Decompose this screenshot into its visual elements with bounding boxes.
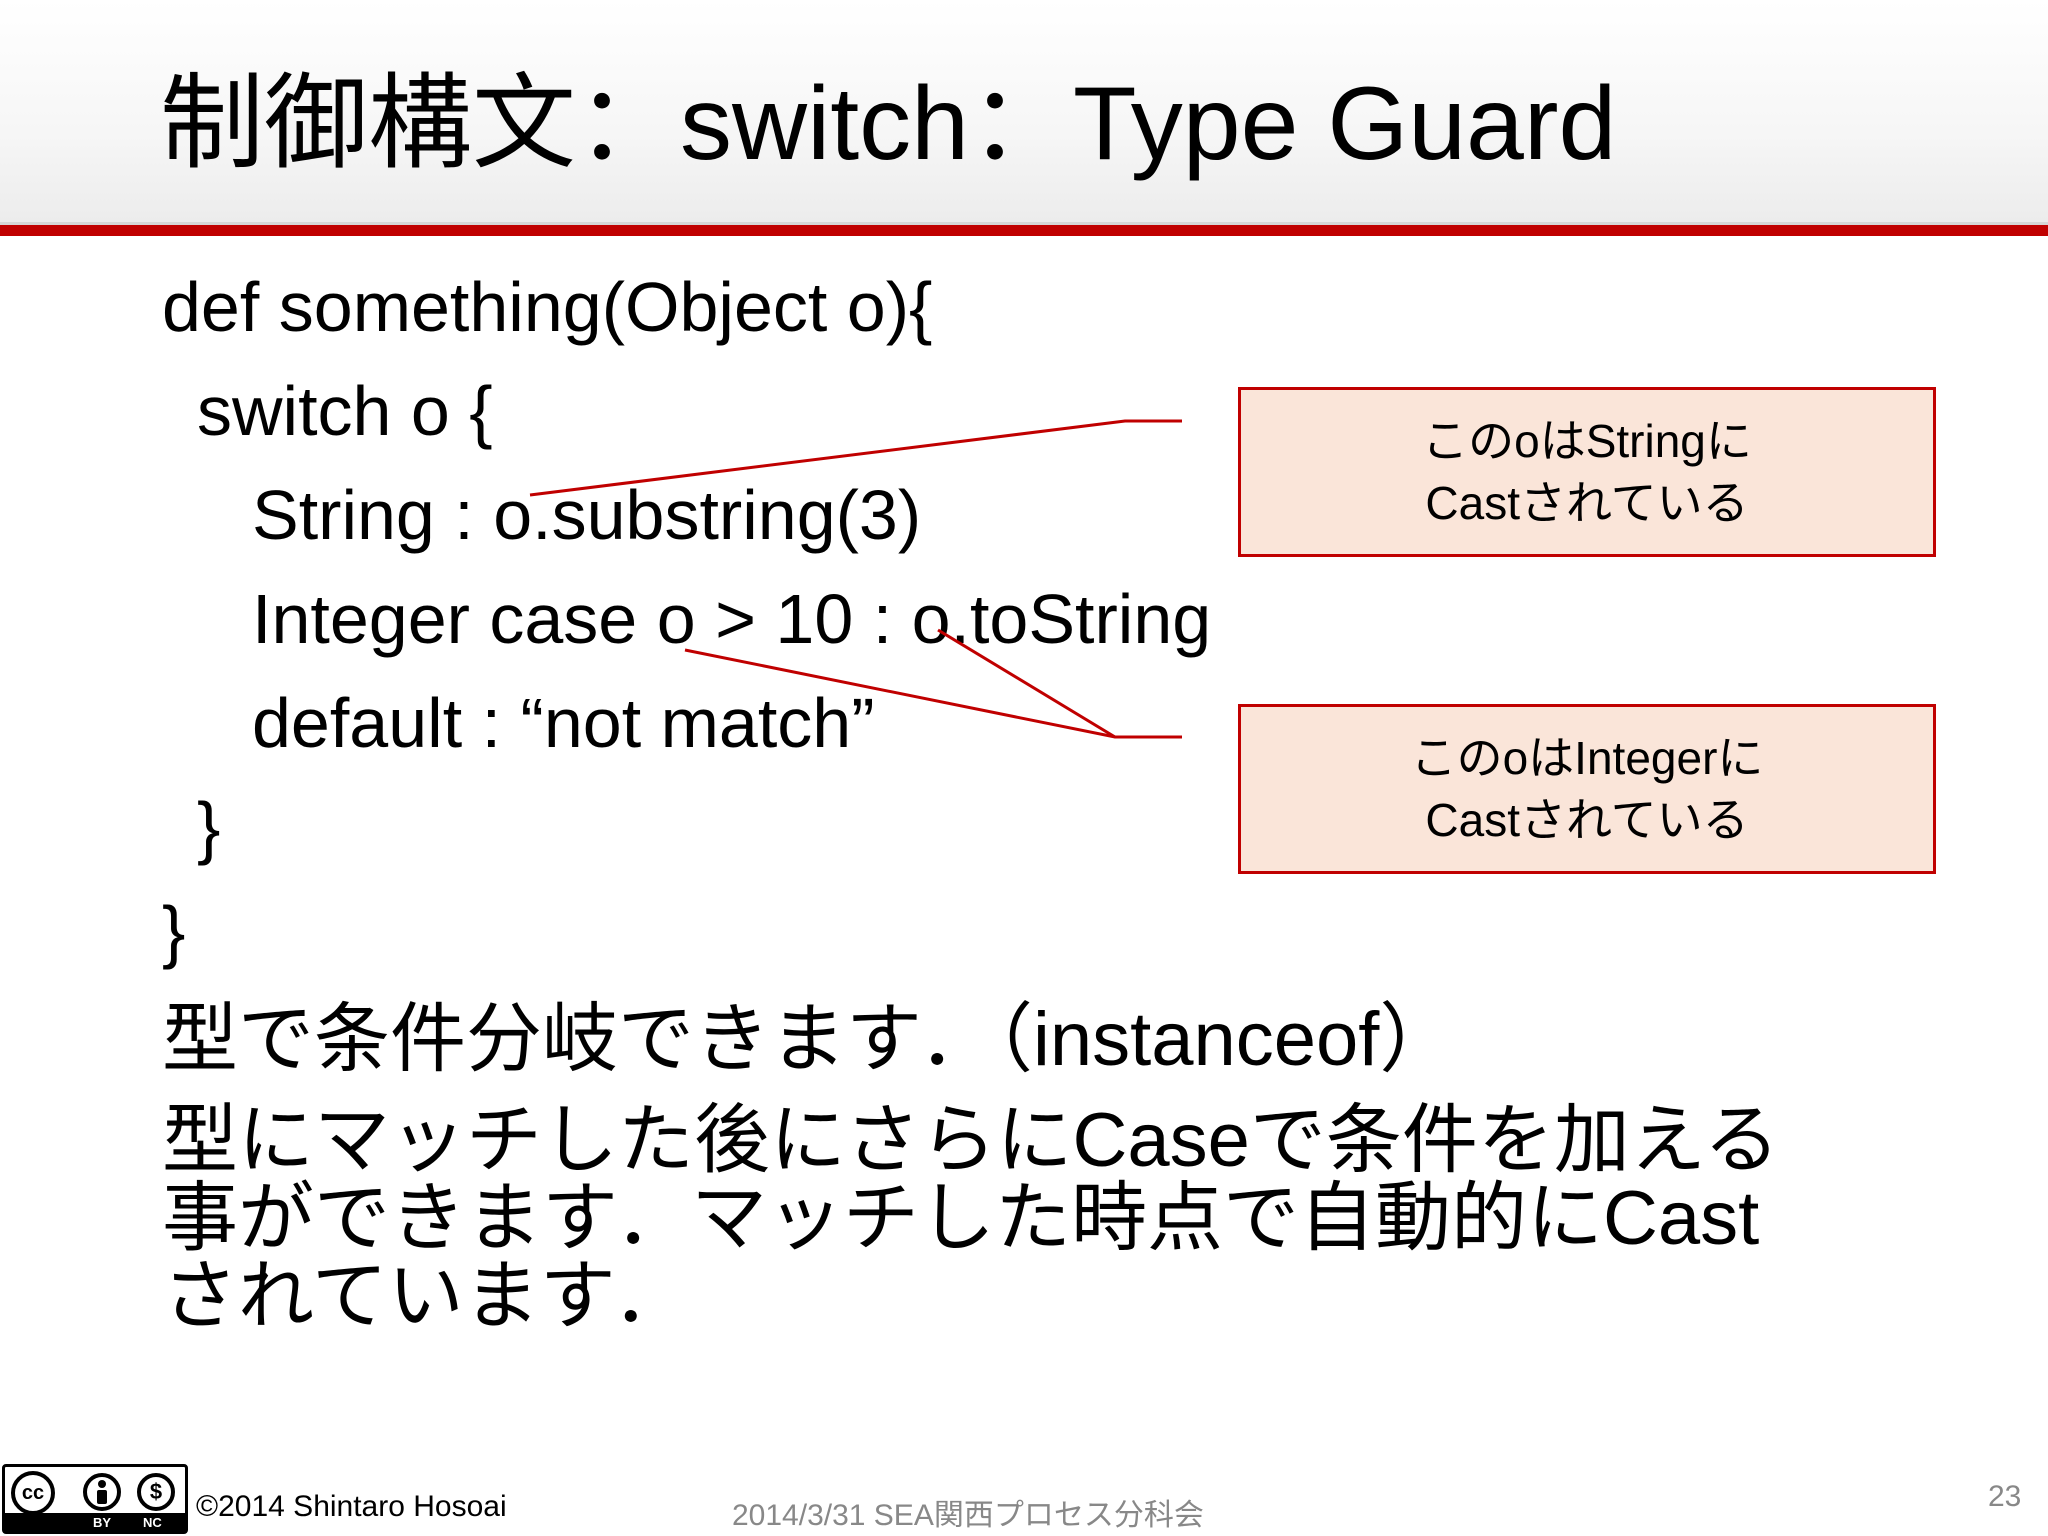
- code-line-7: }: [162, 892, 186, 970]
- code-line-2: switch o {: [197, 372, 493, 450]
- title-divider-shadow: [0, 222, 2048, 225]
- license-nc: NC: [143, 1515, 162, 1530]
- code-line-1: def something(Object o){: [162, 268, 933, 346]
- code-line-5: default : “not match”: [252, 684, 875, 762]
- callout-integer-line-1: このoはIntegerに: [1410, 732, 1764, 784]
- title-divider: [0, 225, 2048, 236]
- note-line-2: 型にマッチした後にさらにCaseで条件を加える: [162, 1098, 1780, 1183]
- callout-string-line-1: このoはStringに: [1422, 415, 1752, 467]
- callout-integer-cast: このoはIntegerに Castされている: [1238, 704, 1936, 874]
- code-line-4: Integer case o > 10 : o.toString: [252, 580, 1212, 658]
- page-number: 23: [1988, 1480, 2022, 1513]
- note-line-1: 型で条件分岐できます．（instanceof）: [162, 997, 1456, 1082]
- copyright: ©2014 Shintaro Hosoai: [196, 1490, 507, 1523]
- title-bar: 制御構文：switch：Type Guard: [0, 0, 2048, 224]
- event-info: 2014/3/31 SEA関西プロセス分科会: [732, 1499, 1204, 1532]
- connector-integer-case: [684, 648, 1182, 739]
- cc-icon: cc: [11, 1471, 55, 1515]
- noncommercial-icon: $: [137, 1473, 175, 1511]
- attribution-icon: [83, 1473, 121, 1511]
- connector-string: [529, 419, 1182, 497]
- callout-string-line-2: Castされている: [1425, 477, 1749, 529]
- note-line-3: 事ができます．マッチした時点で自動的にCast: [162, 1176, 1760, 1261]
- note-line-4: されています．: [162, 1254, 689, 1339]
- connector-integer-tostring: [937, 628, 1116, 739]
- callout-integer-line-2: Castされている: [1425, 794, 1749, 846]
- slide-title: 制御構文：switch：Type Guard: [160, 62, 1617, 184]
- license-by: BY: [93, 1515, 112, 1530]
- code-line-6: }: [197, 788, 221, 866]
- license-band: BY NC: [5, 1513, 185, 1531]
- callout-string-cast: このoはStringに Castされている: [1238, 387, 1936, 557]
- creative-commons-badge: cc $ BY NC: [2, 1464, 188, 1534]
